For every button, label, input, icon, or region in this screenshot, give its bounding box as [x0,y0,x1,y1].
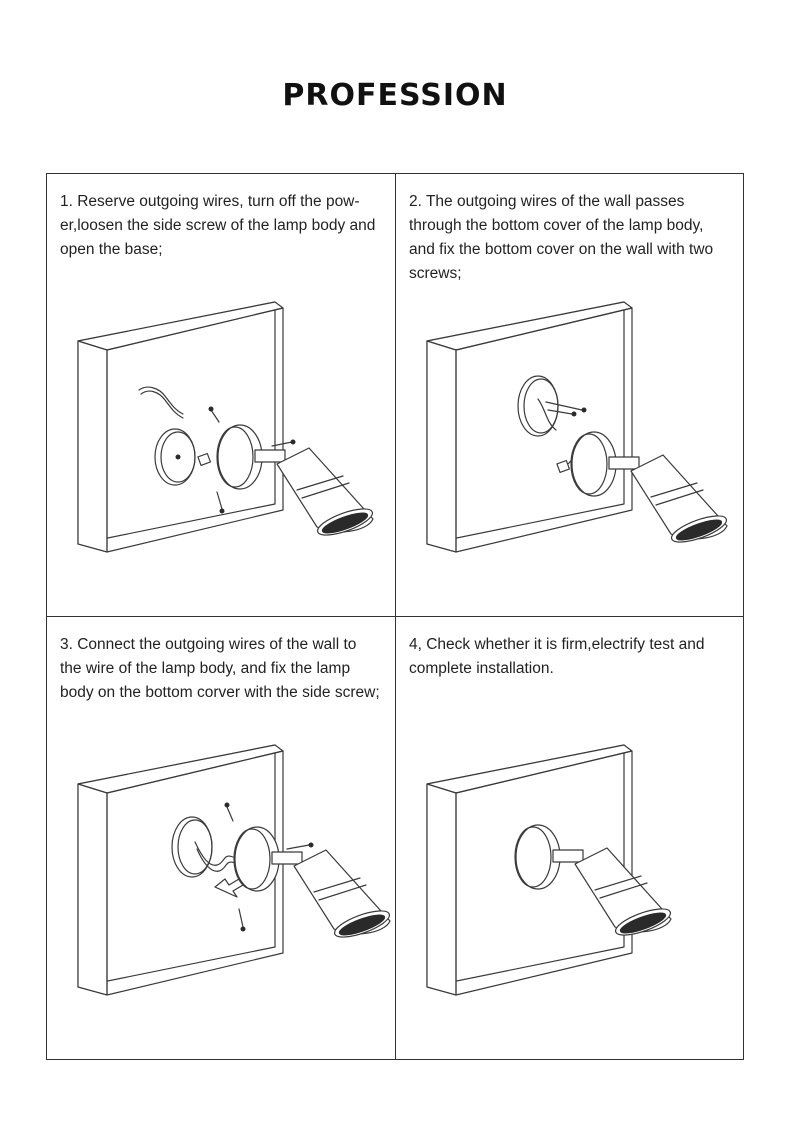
step-3-panel: 3. Connect the outgoing wires of the wal… [47,617,396,1060]
step-3-illustration [77,744,391,996]
step-3-text: 3. Connect the outgoing wires of the wal… [60,636,380,701]
step-1-illustration [77,301,374,553]
page-title: PROFESSION [282,78,508,113]
grid-divider-horizontal [47,616,743,617]
step-4-panel: 4, Check whether it is firm,electrify te… [396,617,745,1060]
step-1-panel: 1. Reserve outgoing wires, turn off the … [47,174,396,617]
step-4-illustration [426,744,672,996]
step-4-text: 4, Check whether it is firm,electrify te… [409,636,705,677]
instruction-grid: 1. Reserve outgoing wires, turn off the … [46,173,744,1060]
step-2-panel: 2. The outgoing wires of the wall passes… [396,174,745,617]
step-2-text: 2. The outgoing wires of the wall passes… [409,193,714,282]
step-1-text: 1. Reserve outgoing wires, turn off the … [60,193,376,258]
step-2-illustration [426,301,728,553]
